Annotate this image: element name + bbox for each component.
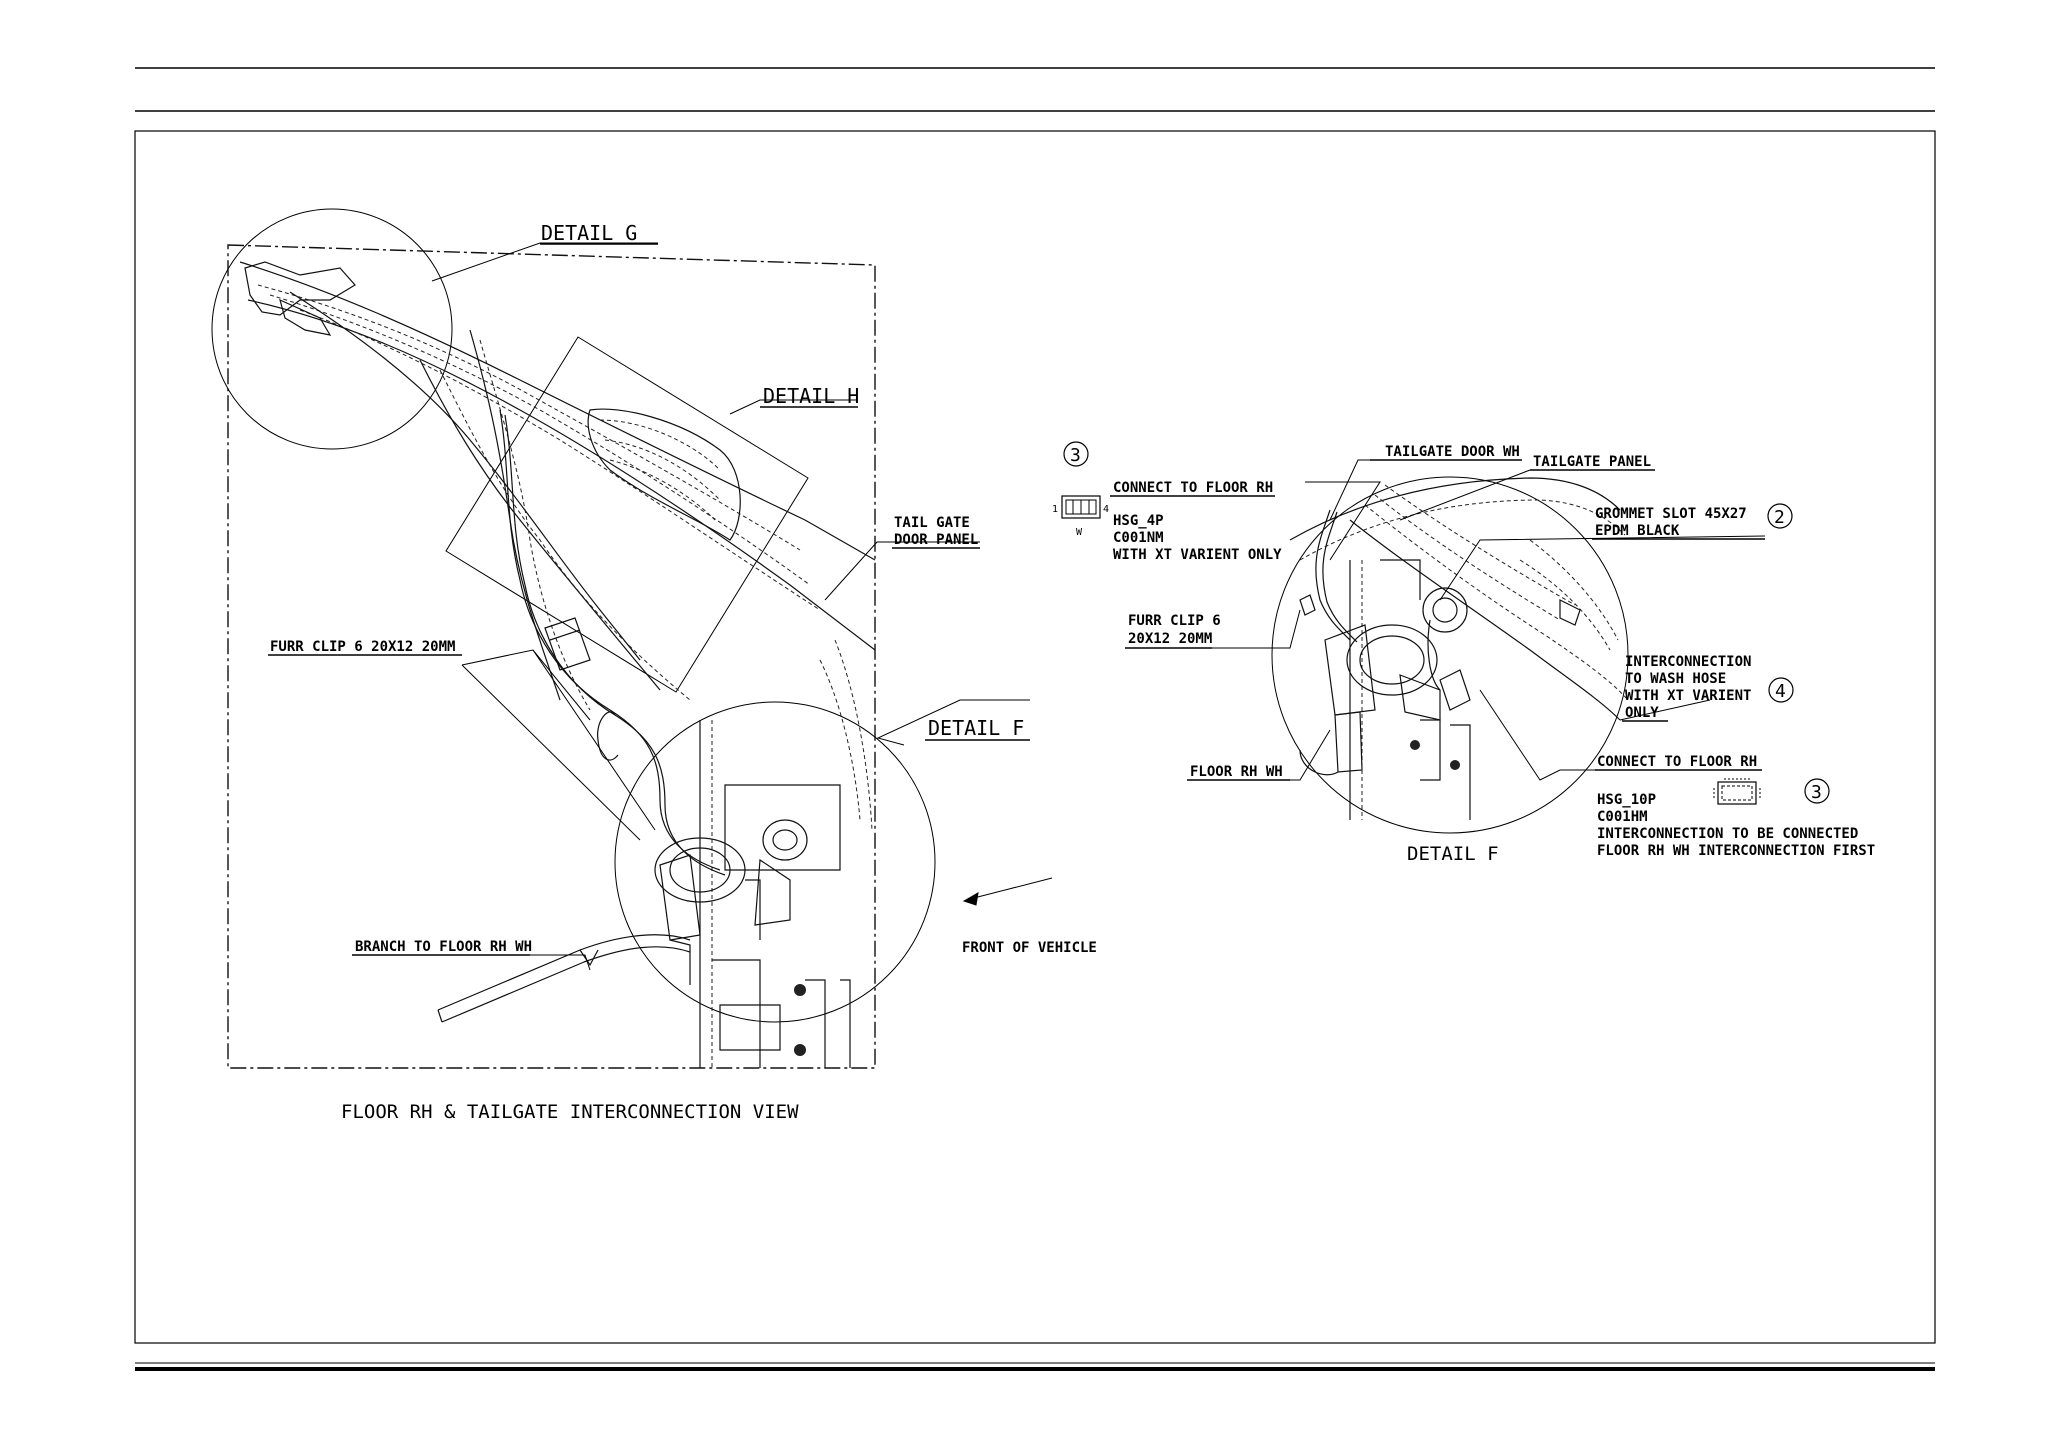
- furr-clip-label: FURR CLIP 6 20X12 20MM: [270, 639, 455, 655]
- xt-variant-4p-label: WITH XT VARIENT ONLY: [1113, 547, 1282, 563]
- sheet-frame: [134, 67, 1936, 1371]
- furr-clip-f-line1: FURR CLIP 6: [1128, 613, 1221, 629]
- floor-rh-wh-label: FLOOR RH WH: [1190, 764, 1283, 780]
- callout-3-bottom: [1804, 778, 1830, 804]
- connect-10p-label: CONNECT TO FLOOR RH: [1597, 754, 1757, 770]
- c001hm-label: C001HM: [1597, 809, 1648, 825]
- detail-f-view-title: DETAIL F: [1407, 843, 1499, 865]
- detail-f-leaders: [1212, 459, 1766, 781]
- detail-f-callouts: 3 2 4 3: [1063, 441, 1830, 804]
- hsg-4p-label: HSG_4P: [1113, 513, 1164, 529]
- detail-f-label: DETAIL F: [928, 716, 1024, 740]
- interconnection-line1: INTERCONNECTION: [1625, 654, 1751, 670]
- callout-4: [1768, 677, 1794, 703]
- tailgate-panel-label: TAILGATE PANEL: [1533, 454, 1651, 470]
- interconnection-line3: WITH XT VARIENT: [1625, 688, 1751, 704]
- grommet-label-line2: EPDM BLACK: [1595, 523, 1680, 539]
- tail-gate-label-line2: DOOR PANEL: [894, 532, 978, 548]
- callout-3-bottom-number: 3: [1811, 782, 1822, 803]
- connector-4p-color: W: [1076, 527, 1083, 538]
- connect-first-note-line1: INTERCONNECTION TO BE CONNECTED: [1597, 826, 1858, 842]
- detail-g-circle: [211, 208, 453, 450]
- detail-f-circle: [614, 701, 936, 1023]
- connect-first-note-line2: FLOOR RH WH INTERCONNECTION FIRST: [1597, 843, 1875, 859]
- detail-h-box: [445, 336, 809, 693]
- tailgate-door-wh-label: TAILGATE DOOR WH: [1385, 444, 1520, 460]
- main-view-title: FLOOR RH & TAILGATE INTERCONNECTION VIEW: [341, 1101, 799, 1123]
- callout-2: [1767, 503, 1793, 529]
- detail-h-label: DETAIL H: [763, 384, 859, 408]
- connector-4p-icon: 1 4 W: [1052, 495, 1109, 538]
- detail-f-labels: TAILGATE DOOR WH TAILGATE PANEL CONNECT …: [1110, 444, 1875, 865]
- tail-gate-label-line1: TAIL GATE: [894, 515, 970, 531]
- c001nm-label: C001NM: [1113, 530, 1164, 546]
- front-of-vehicle-label: FRONT OF VEHICLE: [962, 940, 1097, 956]
- connect-4p-label: CONNECT TO FLOOR RH: [1113, 480, 1273, 496]
- interconnection-line4: ONLY: [1625, 705, 1659, 721]
- main-view-labels: DETAIL G DETAIL H TAIL GATE DOOR PANEL D…: [268, 221, 1097, 1123]
- grommet-label-line1: GROMMET SLOT 45X27: [1595, 506, 1747, 522]
- hsg-10p-label: HSG_10P: [1597, 792, 1656, 808]
- furr-clip-f-line2: 20X12 20MM: [1128, 631, 1212, 647]
- callout-2-number: 2: [1774, 507, 1785, 528]
- branch-label: BRANCH TO FLOOR RH WH: [355, 939, 532, 955]
- main-view-leaders: [431, 242, 1053, 971]
- detail-f-drawing: [1271, 476, 1629, 834]
- callout-3-top-number: 3: [1070, 445, 1081, 466]
- connector-10p-icon: [1713, 778, 1761, 805]
- connector-4p-pin-1: 1: [1052, 504, 1058, 515]
- callout-3-top: [1063, 441, 1089, 467]
- main-view-drawing: [211, 208, 936, 1069]
- connector-4p-pin-4: 4: [1103, 504, 1109, 515]
- callout-4-number: 4: [1775, 681, 1786, 702]
- detail-g-label: DETAIL G: [541, 221, 637, 245]
- interconnection-line2: TO WASH HOSE: [1625, 671, 1726, 687]
